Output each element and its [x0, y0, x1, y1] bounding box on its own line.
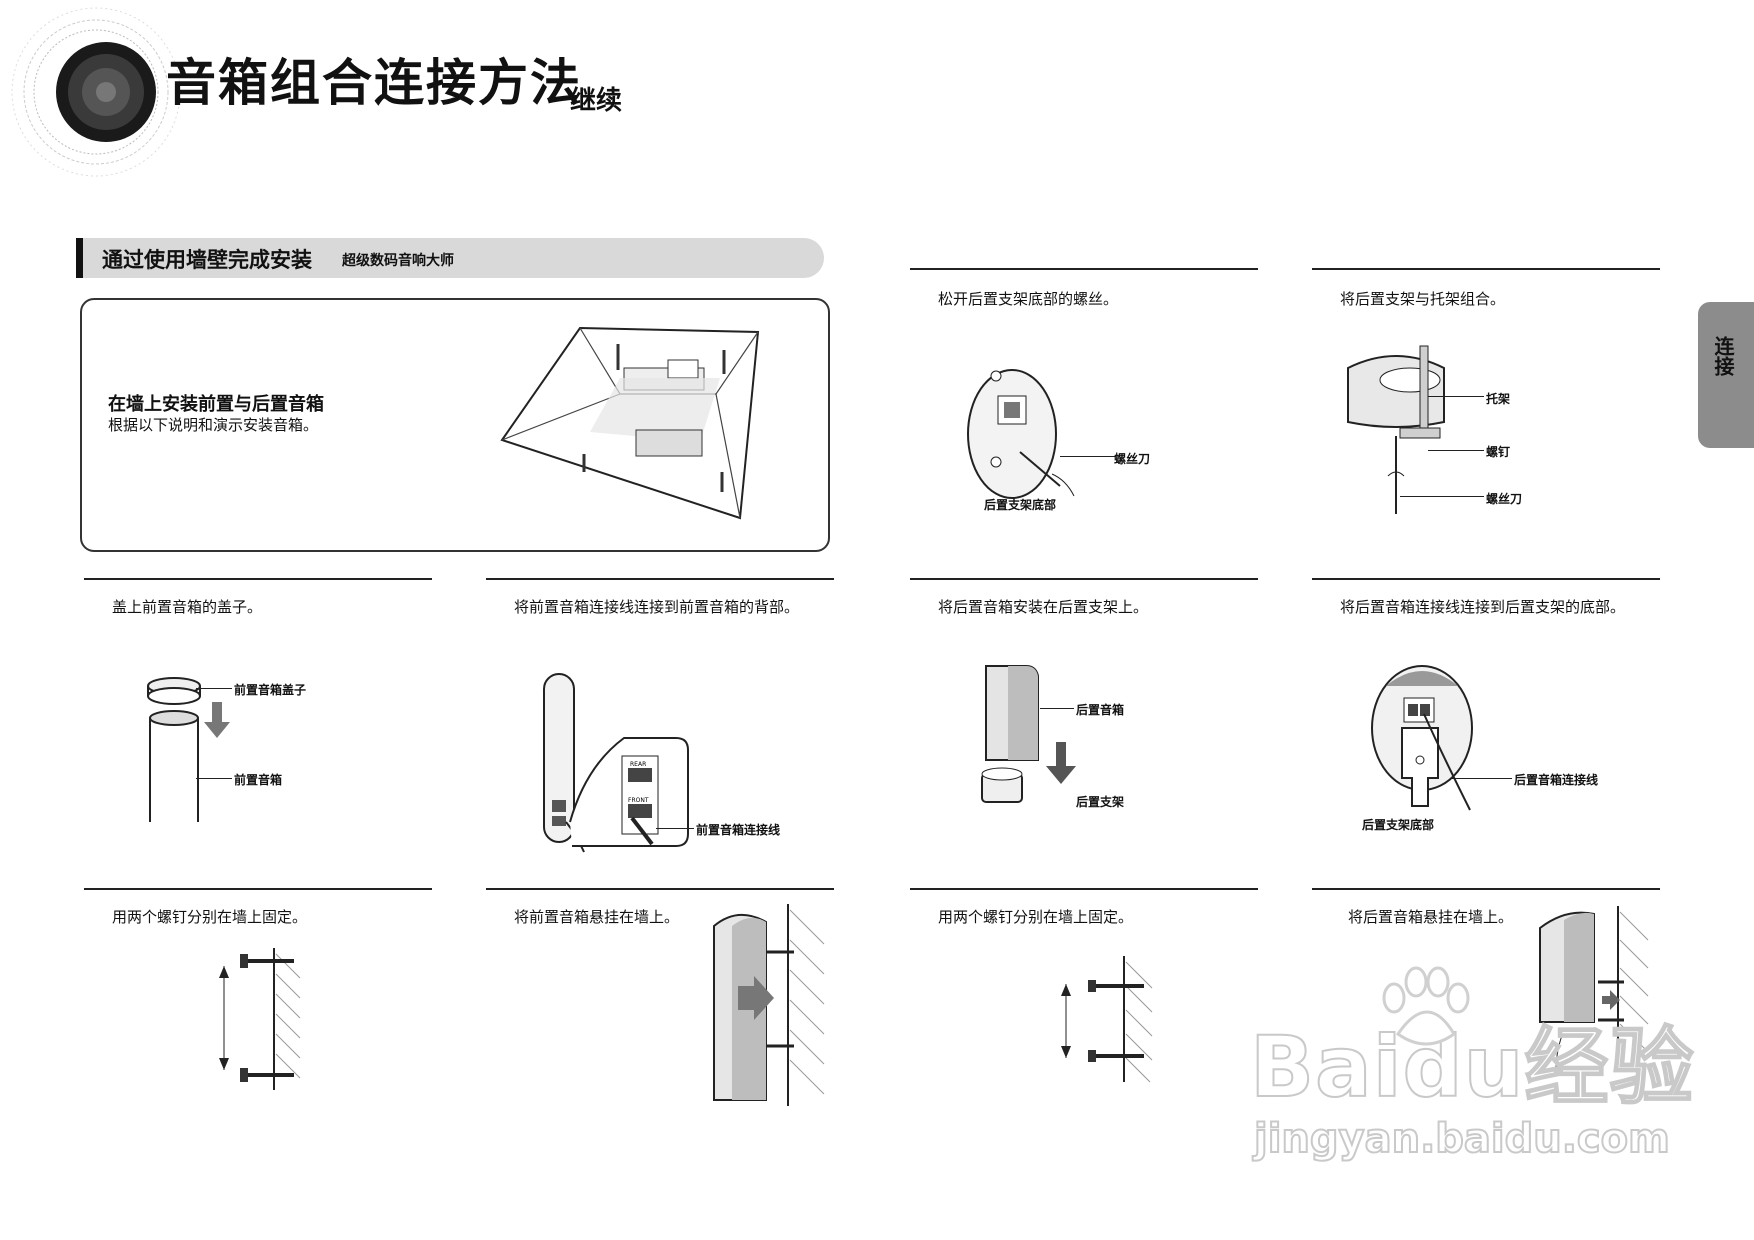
- rear-screws-illustration: [1061, 956, 1153, 1083]
- section-subtitle: 超级数码音响大师: [342, 253, 454, 269]
- step-front-cover: 盖上前置音箱的盖子。: [112, 598, 263, 616]
- label-rear-cable: 后置音箱连接线: [1514, 773, 1599, 787]
- watermark-brand-jingyan: 经验: [1523, 1017, 1695, 1117]
- front-cable-illustration: REAR FRONT: [543, 673, 689, 853]
- label-screwdriver-2: 螺丝刀: [1486, 492, 1523, 506]
- label-bracket: 托架: [1486, 392, 1511, 406]
- label-front-speaker: 前置音箱: [234, 773, 283, 787]
- step-rear-cable: 将后置音箱连接线连接到后置支架的底部。: [1340, 598, 1626, 616]
- divider: [910, 578, 1258, 580]
- step-front-screws: 用两个螺钉分别在墙上固定。: [112, 908, 308, 926]
- step-rear-mount: 将后置音箱安装在后置支架上。: [938, 598, 1149, 616]
- leader-line: [1450, 778, 1512, 779]
- front-jack-label: FRONT: [628, 797, 649, 804]
- label-screw: 螺钉: [1486, 445, 1511, 459]
- label-front-cover: 前置音箱盖子: [234, 683, 307, 697]
- front-screws-illustration: [219, 948, 301, 1090]
- rear-hang-illustration: [1539, 906, 1649, 1071]
- page-subtitle: 继续: [570, 86, 623, 116]
- step-combine-bracket: 将后置支架与托架组合。: [1340, 290, 1506, 308]
- divider: [910, 888, 1258, 890]
- section-title: 通过使用墙壁完成安装: [102, 248, 312, 272]
- divider: [910, 268, 1258, 270]
- step-front-hang: 将前置音箱悬挂在墙上。: [514, 908, 680, 926]
- leader-line: [196, 778, 232, 779]
- intro-title: 在墙上安装前置与后置音箱: [108, 394, 324, 415]
- paw-watermark-icon: [1382, 966, 1470, 1046]
- intro-box: [80, 298, 830, 552]
- divider: [486, 888, 834, 890]
- step-rear-hang: 将后置音箱悬挂在墙上。: [1348, 908, 1514, 926]
- leader-line: [1060, 456, 1116, 457]
- bracket-assembly-illustration: [1347, 345, 1445, 514]
- step-rear-screws: 用两个螺钉分别在墙上固定。: [938, 908, 1134, 926]
- front-hang-illustration: [713, 904, 825, 1106]
- stand-bottom-illustration: [967, 369, 1075, 499]
- label-stand-bottom-2: 后置支架底部: [1362, 818, 1435, 832]
- section-header-bar: [76, 238, 824, 278]
- intro-description: 根据以下说明和演示安装音箱。: [108, 416, 319, 434]
- divider: [1312, 268, 1660, 270]
- divider: [84, 888, 432, 890]
- rear-mount-illustration: [981, 665, 1076, 803]
- leader-line: [196, 688, 232, 689]
- label-rear-speaker: 后置音箱: [1076, 703, 1125, 717]
- page-title: 音箱组合连接方法: [166, 54, 582, 112]
- label-screwdriver: 螺丝刀: [1114, 452, 1151, 466]
- label-rear-stand: 后置支架: [1076, 795, 1125, 809]
- divider: [84, 578, 432, 580]
- divider: [1312, 578, 1660, 580]
- watermark-url: jingyan.baidu.com: [1253, 1115, 1671, 1163]
- leader-line: [1428, 396, 1484, 397]
- label-front-cable: 前置音箱连接线: [696, 823, 781, 837]
- step-loosen-screw: 松开后置支架底部的螺丝。: [938, 290, 1119, 308]
- label-stand-bottom: 后置支架底部: [984, 498, 1057, 512]
- watermark-brand: Baidu经验: [1249, 1000, 1695, 1121]
- step-front-cable: 将前置音箱连接线连接到前置音箱的背部。: [514, 598, 800, 616]
- divider: [486, 578, 834, 580]
- front-speaker-cover-illustration: [147, 677, 230, 822]
- leader-line: [656, 828, 694, 829]
- section-tab[interactable]: [1698, 302, 1754, 448]
- room-layout-illustration: [500, 326, 760, 520]
- section-tab-label: 连接: [1711, 336, 1735, 376]
- speaker-logo-icon: [11, 7, 181, 177]
- leader-line: [1400, 496, 1484, 497]
- leader-line: [1040, 708, 1074, 709]
- rear-jack-label: REAR: [630, 761, 646, 768]
- divider: [1312, 888, 1660, 890]
- rear-cable-illustration: [1371, 665, 1473, 811]
- leader-line: [1428, 450, 1484, 451]
- watermark-brand-bai: Bai: [1249, 1017, 1403, 1117]
